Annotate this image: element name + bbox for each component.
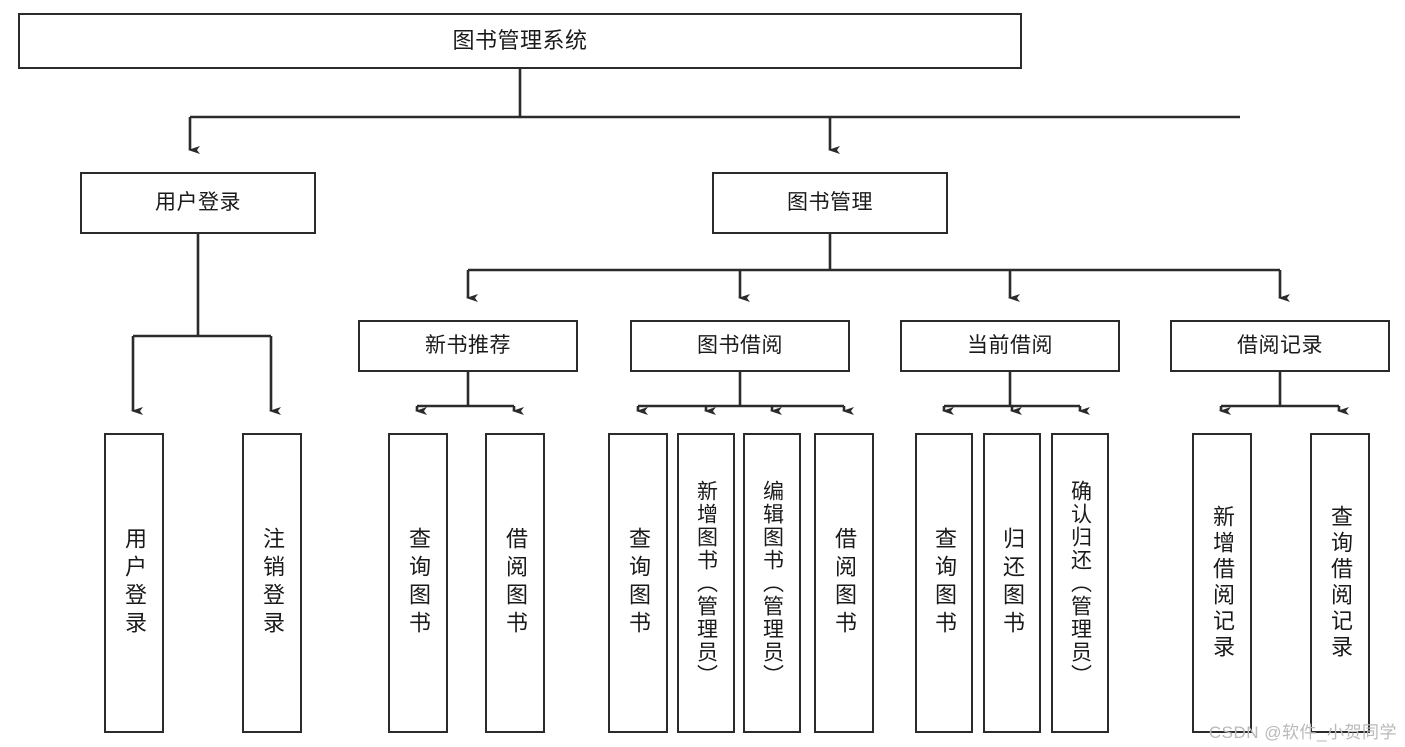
node-leaf-borrow-book-rec[interactable]: 借阅图书	[485, 433, 545, 733]
node-book-manage-label: 图书管理	[787, 191, 873, 215]
node-leaf-user-logout-label: 注销登录	[260, 527, 285, 639]
node-user-login[interactable]: 用户登录	[80, 172, 316, 234]
node-book-borrow[interactable]: 图书借阅	[630, 320, 850, 372]
node-leaf-query-book-borrow[interactable]: 查询图书	[608, 433, 668, 733]
node-current-borrow-label: 当前借阅	[967, 334, 1053, 358]
node-leaf-borrow-book-rec-label: 借阅图书	[503, 527, 528, 639]
node-leaf-return-book-label: 归还图书	[1000, 527, 1025, 639]
node-root[interactable]: 图书管理系统	[18, 13, 1022, 69]
node-current-borrow[interactable]: 当前借阅	[900, 320, 1120, 372]
node-book-borrow-label: 图书借阅	[697, 334, 783, 358]
node-leaf-add-record-label: 新增借阅记录	[1210, 505, 1235, 661]
node-borrow-record-label: 借阅记录	[1237, 334, 1323, 358]
node-leaf-query-book-cur-label: 查询图书	[932, 527, 957, 639]
node-leaf-query-record[interactable]: 查询借阅记录	[1310, 433, 1370, 733]
node-leaf-add-book[interactable]: 新增图书（管理员）	[677, 433, 735, 733]
node-leaf-borrow-book[interactable]: 借阅图书	[814, 433, 874, 733]
node-user-login-label: 用户登录	[155, 191, 241, 215]
node-leaf-add-record[interactable]: 新增借阅记录	[1192, 433, 1252, 733]
node-leaf-edit-book-label: 编辑图书（管理员）	[760, 479, 784, 687]
node-leaf-edit-book[interactable]: 编辑图书（管理员）	[743, 433, 801, 733]
node-leaf-user-login-label: 用户登录	[122, 527, 147, 639]
node-borrow-record[interactable]: 借阅记录	[1170, 320, 1390, 372]
node-root-label: 图书管理系统	[452, 27, 588, 53]
node-leaf-query-record-label: 查询借阅记录	[1328, 505, 1353, 661]
node-leaf-query-book-cur[interactable]: 查询图书	[915, 433, 973, 733]
node-leaf-query-book-rec[interactable]: 查询图书	[388, 433, 448, 733]
node-leaf-return-book[interactable]: 归还图书	[983, 433, 1041, 733]
node-leaf-add-book-label: 新增图书（管理员）	[694, 479, 718, 687]
node-leaf-borrow-book-label: 借阅图书	[832, 527, 857, 639]
node-leaf-user-login[interactable]: 用户登录	[104, 433, 164, 733]
node-leaf-confirm-return-label: 确认归还（管理员）	[1068, 479, 1092, 687]
node-leaf-user-logout[interactable]: 注销登录	[242, 433, 302, 733]
node-leaf-query-book-borrow-label: 查询图书	[626, 527, 651, 639]
node-book-manage[interactable]: 图书管理	[712, 172, 948, 234]
watermark-text: CSDN @软件_小贺同学	[1208, 723, 1397, 742]
node-new-book-recommend-label: 新书推荐	[425, 334, 511, 358]
node-leaf-query-book-rec-label: 查询图书	[406, 527, 431, 639]
node-new-book-recommend[interactable]: 新书推荐	[358, 320, 578, 372]
node-leaf-confirm-return[interactable]: 确认归还（管理员）	[1051, 433, 1109, 733]
